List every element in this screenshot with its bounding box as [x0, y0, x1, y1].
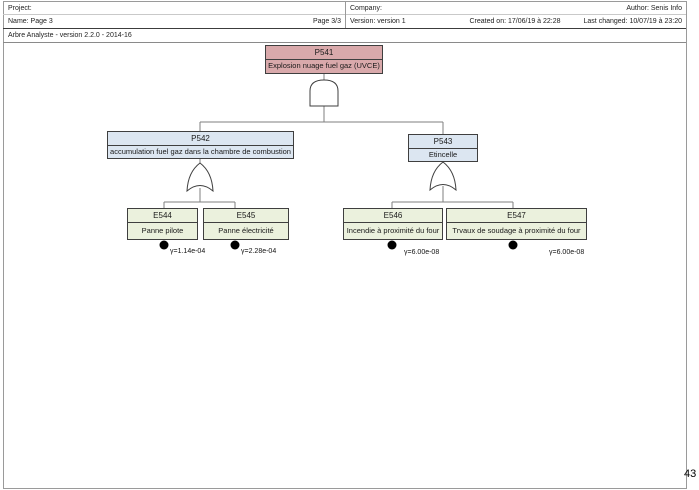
- node-label: Etincelle: [428, 149, 458, 159]
- version-label: Version: version 1: [350, 18, 406, 25]
- gamma-value-E545: γ=2.28e-04: [241, 248, 277, 255]
- node-label: accumulation fuel gaz dans la chambre de…: [110, 146, 291, 156]
- header-row-divider: [3, 14, 686, 15]
- node-P542: P542 accumulation fuel gaz dans la chamb…: [107, 131, 294, 159]
- gamma-value-E546: γ=6.00e-08: [404, 249, 440, 256]
- node-label: Panne électricité: [218, 225, 274, 235]
- document-name-label: Name: Page 3: [8, 18, 53, 25]
- page-count-label: Page 3/3: [312, 18, 341, 25]
- appbar-bottom-line: [3, 42, 686, 43]
- node-P543: P543 Etincelle: [408, 134, 478, 162]
- node-label: Explosion nuage fuel gaz (UVCE): [268, 61, 380, 70]
- node-label: Incendie à proximité du four: [346, 225, 440, 235]
- node-label: Trvaux de soudage à proximité du four: [452, 225, 581, 235]
- node-label: Panne pilote: [141, 225, 184, 235]
- node-E547: E547 Trvaux de soudage à proximité du fo…: [446, 208, 587, 240]
- app-version-label: Arbre Analyste - version 2.2.0 - 2014-16: [8, 32, 132, 39]
- company-label: Company:: [350, 5, 382, 12]
- node-id: P541: [266, 46, 382, 60]
- node-E546: E546 Incendie à proximité du four: [343, 208, 443, 240]
- header-bottom-line: [3, 28, 686, 29]
- node-id: P542: [108, 132, 293, 146]
- node-E544: E544 Panne pilote: [127, 208, 198, 240]
- header-column-divider: [345, 1, 346, 28]
- gamma-value-E547: γ=6.00e-08: [549, 249, 585, 256]
- node-P541: P541 Explosion nuage fuel gaz (UVCE): [265, 45, 383, 74]
- node-E545: E545 Panne électricité: [203, 208, 289, 240]
- project-label: Project:: [8, 5, 32, 12]
- node-id: E546: [344, 209, 442, 223]
- node-id: E547: [447, 209, 586, 223]
- created-on-label: Created on: 17/06/19 à 22:28: [469, 18, 561, 25]
- page-border: [3, 1, 687, 489]
- author-label: Author: Senis Info: [626, 5, 682, 12]
- page-number: 43: [684, 468, 697, 480]
- node-id: E545: [204, 209, 288, 223]
- last-changed-label: Last changed: 10/07/19 à 23:20: [583, 18, 682, 25]
- gamma-value-E544: γ=1.14e-04: [170, 248, 206, 255]
- node-id: P543: [409, 135, 477, 149]
- node-id: E544: [128, 209, 197, 223]
